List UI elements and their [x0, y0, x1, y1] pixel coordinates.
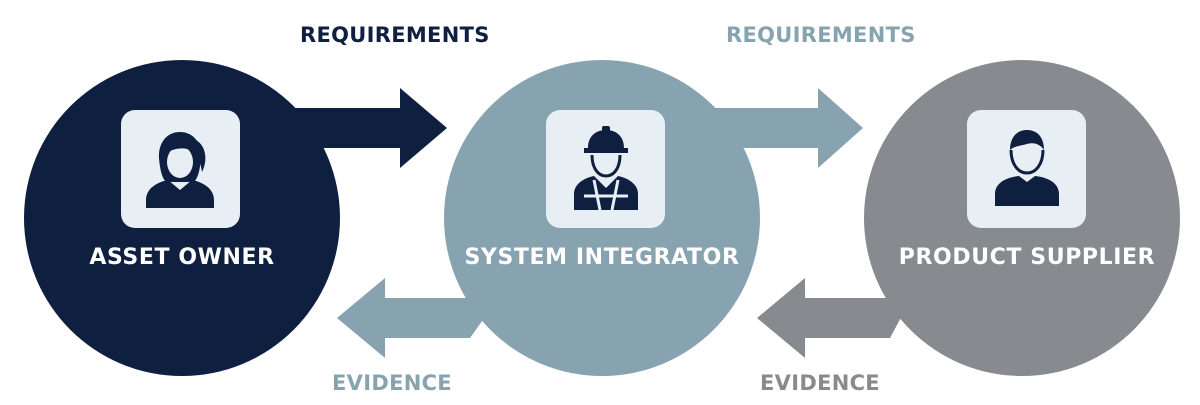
man-person-icon	[995, 130, 1059, 206]
woman-person-icon	[146, 132, 214, 208]
product-supplier-label: PRODUCT SUPPLIER	[898, 245, 1156, 270]
evidence-label-2: EVIDENCE	[760, 371, 880, 395]
requirements-arrow-2	[712, 88, 863, 168]
requirements-arrow-1	[290, 88, 447, 168]
asset-owner-label: ASSET OWNER	[89, 245, 275, 270]
system-integrator-label: SYSTEM INTEGRATOR	[464, 245, 740, 270]
construction-worker-icon	[574, 126, 638, 211]
requirements-label-2: REQUIREMENTS	[726, 23, 916, 47]
evidence-arrow-2	[757, 278, 905, 358]
evidence-arrow-1	[337, 278, 490, 358]
product-supplier-icon-tile	[967, 110, 1086, 228]
evidence-label-1: EVIDENCE	[332, 371, 452, 395]
requirements-label-1: REQUIREMENTS	[300, 23, 490, 47]
